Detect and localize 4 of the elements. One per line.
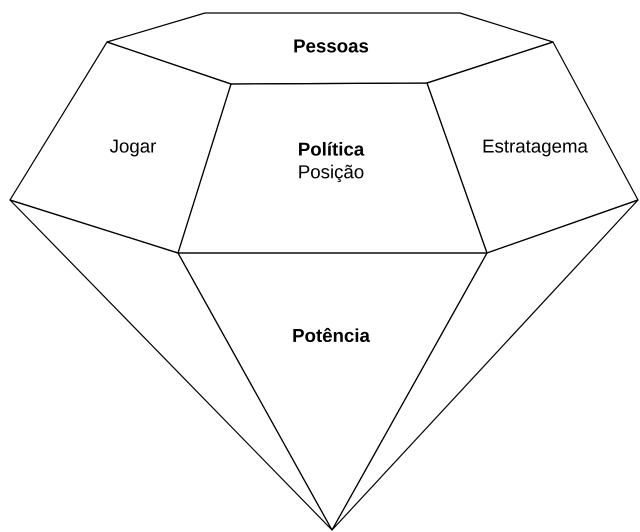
- facet: Estratagema: [426, 41, 639, 254]
- facet: Pessoas: [106, 12, 554, 85]
- facet: Potência: [177, 252, 488, 531]
- facet: Jogar: [9, 41, 232, 254]
